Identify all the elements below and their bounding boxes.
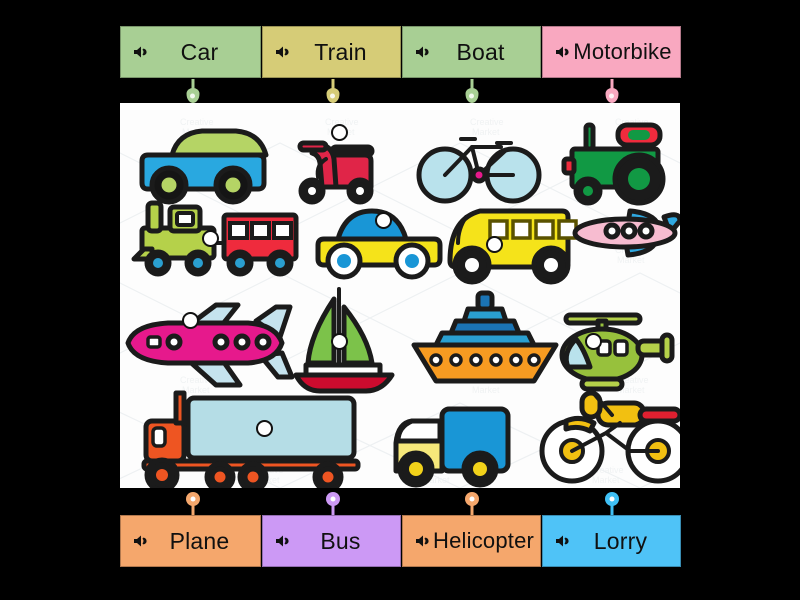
svg-text:Creative: Creative <box>180 117 214 127</box>
vehicle-lorry <box>141 390 361 488</box>
vehicle-tractor <box>561 122 666 206</box>
label-text: Bus <box>320 527 361 554</box>
vehicle-cruise-ship <box>411 290 559 384</box>
target-lorry[interactable] <box>256 420 273 437</box>
svg-text:Market: Market <box>472 385 500 395</box>
svg-text:Market: Market <box>592 475 620 485</box>
vehicle-jet-plane <box>125 302 295 388</box>
svg-text:Creative: Creative <box>325 117 359 127</box>
pin-head <box>465 88 478 103</box>
pin-plane <box>186 492 200 517</box>
svg-text:Market: Market <box>617 385 645 395</box>
pin-stem <box>191 79 194 93</box>
vehicle-car <box>139 128 269 205</box>
pin-head <box>465 492 479 506</box>
svg-text:Creative: Creative <box>590 465 624 475</box>
target-bus[interactable] <box>486 236 503 253</box>
speaker-icon[interactable] <box>131 531 151 551</box>
pin-stem <box>610 79 613 93</box>
label-text: Plane <box>169 527 230 554</box>
speaker-icon[interactable] <box>273 42 293 62</box>
vehicle-school-bus <box>447 208 578 285</box>
vehicle-delivery-van <box>393 406 511 488</box>
pin-motorbike <box>605 79 618 103</box>
diagram-panel: .o { stroke:#1b1b1b; stroke-width:5; str… <box>120 103 680 488</box>
pin-train <box>326 79 339 103</box>
pin-head <box>186 492 200 506</box>
label-chip-boat[interactable]: Boat <box>402 26 541 78</box>
svg-text:Market: Market <box>182 385 210 395</box>
target-boat[interactable] <box>331 333 348 350</box>
svg-text:Creative: Creative <box>180 375 214 385</box>
pin-head <box>326 88 339 103</box>
vehicle-small-plane <box>572 208 680 258</box>
pin-stem <box>331 79 334 93</box>
pin-stem <box>470 79 473 93</box>
pin-head <box>605 492 619 506</box>
label-chip-car[interactable]: Car <box>120 26 261 78</box>
label-chip-plane[interactable]: Plane <box>120 515 261 567</box>
svg-text:Market: Market <box>617 255 645 265</box>
vehicle-bicycle <box>416 137 542 204</box>
label-text: Boat <box>456 38 505 65</box>
svg-text:Creative: Creative <box>615 117 649 127</box>
label-chip-helicopter[interactable]: Helicopter <box>402 515 541 567</box>
svg-text:Creative: Creative <box>470 117 504 127</box>
pin-head <box>605 88 618 103</box>
pin-car <box>186 79 199 103</box>
pin-bus <box>326 492 340 517</box>
pin-helicopter <box>465 492 479 517</box>
label-text: Lorry <box>593 527 648 554</box>
label-chip-train[interactable]: Train <box>262 26 401 78</box>
speaker-icon[interactable] <box>131 42 151 62</box>
pin-head <box>186 88 199 103</box>
target-scooter[interactable] <box>331 124 348 141</box>
pin-head <box>326 492 340 506</box>
vehicle-motorbike <box>539 387 680 484</box>
speaker-icon[interactable] <box>413 531 433 551</box>
label-chip-motorbike[interactable]: Motorbike <box>542 26 681 78</box>
svg-text:Market: Market <box>422 475 450 485</box>
speaker-icon[interactable] <box>553 42 573 62</box>
vehicle-helicopter <box>559 312 675 392</box>
speaker-icon[interactable] <box>413 42 433 62</box>
label-text: Motorbike <box>573 39 672 64</box>
label-text: Helicopter <box>433 528 535 553</box>
svg-text:Market: Market <box>472 127 500 137</box>
target-helicopter[interactable] <box>585 333 602 350</box>
target-car[interactable] <box>375 212 392 229</box>
target-plane[interactable] <box>182 312 199 329</box>
vehicle-scooter <box>297 140 375 205</box>
speaker-icon[interactable] <box>553 531 573 551</box>
svg-text:Creative: Creative <box>615 375 649 385</box>
label-text: Car <box>180 38 219 65</box>
target-train[interactable] <box>202 230 219 247</box>
label-chip-lorry[interactable]: Lorry <box>542 515 681 567</box>
pin-boat <box>465 79 478 103</box>
vehicle-toy-car <box>315 208 443 280</box>
speaker-icon[interactable] <box>273 531 293 551</box>
label-text: Train <box>314 38 367 65</box>
label-chip-bus[interactable]: Bus <box>262 515 401 567</box>
pin-lorry <box>605 492 619 517</box>
vehicle-sailboat <box>293 287 395 394</box>
